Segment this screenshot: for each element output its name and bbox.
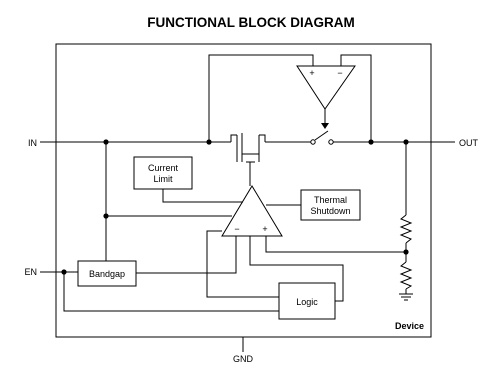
error-amp-plus: + — [262, 224, 267, 234]
pin-in-label: IN — [28, 138, 37, 148]
device-label: Device — [395, 321, 424, 331]
device-boundary — [55, 43, 432, 338]
en-to-logic-wire — [63, 272, 279, 312]
diagram-title: FUNCTIONAL BLOCK DIAGRAM — [147, 15, 354, 30]
current-limit-block: Current Limit — [133, 156, 193, 190]
logic-to-amp-wire — [206, 230, 279, 298]
pin-out-label: OUT — [459, 138, 479, 148]
thermal-shutdown-block: Thermal Shutdown — [300, 189, 361, 221]
resistor-divider — [399, 142, 413, 294]
current-limit-label-2: Limit — [153, 174, 173, 184]
error-amp-minus: − — [234, 224, 239, 234]
top-amp-plus: + — [309, 68, 314, 78]
logic-label: Logic — [296, 297, 318, 307]
thermal-label-2: Shutdown — [310, 206, 350, 216]
pass-transistor-symbol — [230, 133, 266, 186]
top-amplifier-loop: + − — [208, 54, 372, 142]
ground-icon — [399, 293, 413, 301]
logic-to-amp-plus-wire — [249, 236, 344, 302]
error-amplifier: − + — [221, 185, 283, 237]
pin-en-label: EN — [24, 267, 37, 277]
bandgap-label: Bandgap — [89, 269, 125, 279]
current-limit-label-1: Current — [148, 163, 179, 173]
current-limit-wire — [162, 189, 243, 203]
logic-block: Logic — [278, 282, 336, 320]
top-amp-minus: − — [337, 68, 342, 78]
junction-dots — [61, 139, 409, 275]
pin-gnd-label: GND — [233, 354, 254, 364]
reference-wire — [136, 236, 237, 274]
output-switch-symbol — [310, 130, 334, 145]
bandgap-block: Bandgap — [77, 260, 137, 287]
thermal-label-1: Thermal — [314, 195, 347, 205]
feedback-wire — [265, 236, 406, 253]
